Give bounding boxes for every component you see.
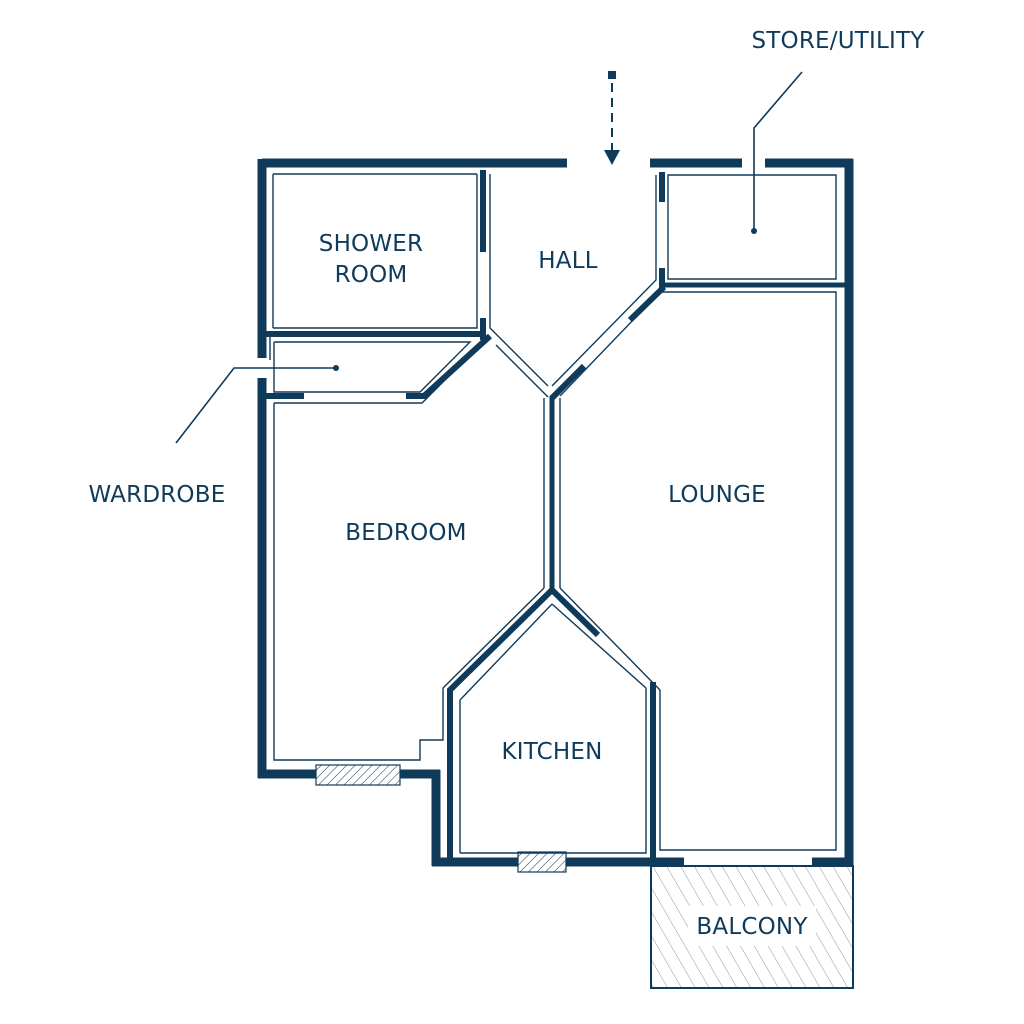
- shower-room-label-line2: ROOM: [335, 262, 408, 288]
- shower-room-label-line1: SHOWER: [319, 231, 423, 257]
- dot-marker-icon: [751, 228, 757, 234]
- internal-walls: [262, 170, 849, 860]
- kitchen-label: KITCHEN: [501, 739, 602, 765]
- hall-label: HALL: [538, 248, 597, 274]
- store-callout: [751, 71, 803, 234]
- balcony-label: BALCONY: [696, 914, 808, 940]
- kitchen-window: [517, 851, 567, 873]
- dashed-arrow-down-icon: [604, 71, 620, 165]
- bedroom-label: BEDROOM: [345, 520, 466, 546]
- dot-marker-icon: [333, 365, 339, 371]
- wardrobe-callout: [175, 365, 339, 444]
- lounge-label: LOUNGE: [668, 482, 766, 508]
- store-utility-label: STORE/UTILITY: [752, 28, 926, 54]
- balcony: [650, 865, 854, 989]
- wardrobe-label: WARDROBE: [89, 482, 226, 508]
- outer-walls: [257, 158, 854, 867]
- windows: [315, 764, 567, 873]
- bedroom-window: [315, 764, 401, 786]
- outer-wall-inner-lines: [269, 173, 837, 854]
